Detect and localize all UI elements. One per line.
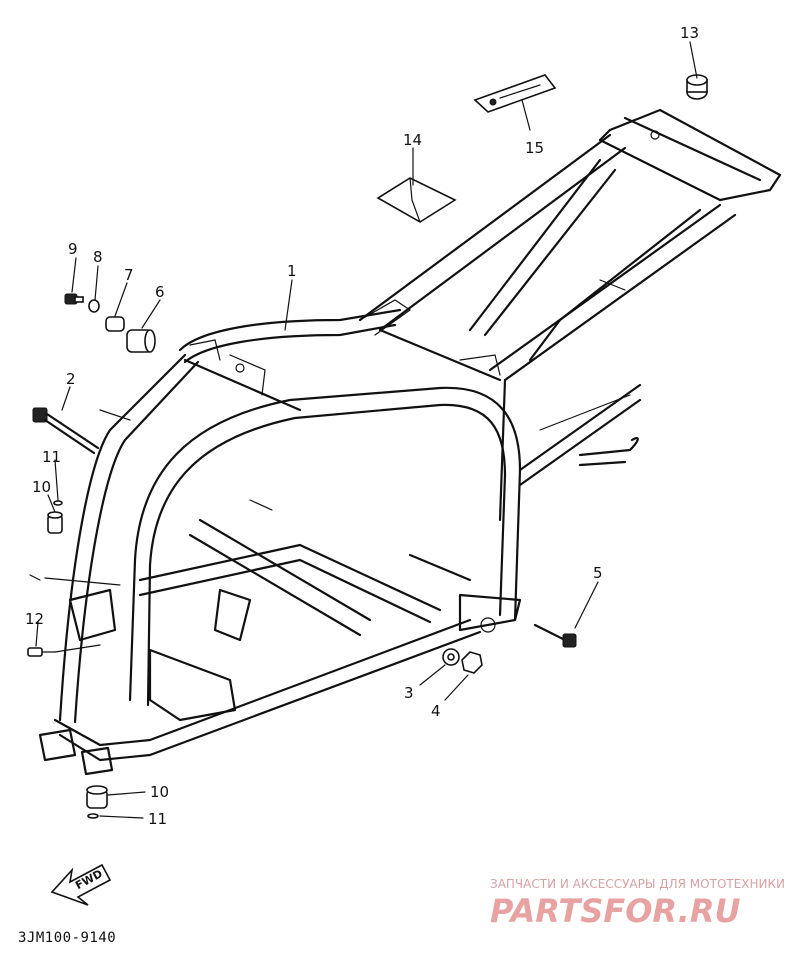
bolt-part-5 — [533, 623, 577, 648]
callout-1: 1 — [287, 262, 297, 280]
oring-part-11-lower — [87, 813, 99, 819]
pad-part-14 — [376, 177, 457, 223]
callout-14: 14 — [403, 131, 422, 149]
callout-5: 5 — [593, 564, 603, 582]
callout-12: 12 — [25, 610, 44, 628]
leader-lines — [29, 41, 698, 819]
callout-3: 3 — [404, 684, 414, 702]
nut-part-4 — [461, 651, 483, 674]
callout-4: 4 — [431, 702, 441, 720]
callout-10-lower: 10 — [150, 783, 169, 801]
collar-part-7 — [105, 316, 125, 332]
nut-part-10-upper — [47, 500, 63, 534]
callout-8: 8 — [93, 248, 103, 266]
callout-7: 7 — [124, 266, 134, 284]
watermark: ЗАПЧАСТИ И АКСЕССУАРЫ ДЛЯ МОТОТЕХНИКИ PA… — [490, 877, 785, 930]
washer-part-3 — [442, 648, 460, 666]
watermark-logo: PARTSFOR.RU — [490, 892, 740, 930]
callout-6: 6 — [155, 283, 165, 301]
bushing-part-6 — [126, 329, 156, 353]
label-part-15 — [473, 74, 557, 113]
drawing-code: 3JM100-9140 — [18, 930, 116, 946]
callout-15: 15 — [525, 139, 544, 157]
collar-part-10-lower — [86, 785, 108, 809]
washer-part-8 — [88, 299, 100, 313]
cap-part-13 — [686, 74, 708, 100]
callout-10-upper: 10 — [32, 478, 51, 496]
fwd-arrow: FWD — [50, 863, 112, 906]
main-frame-drawing — [38, 108, 782, 776]
callout-13: 13 — [680, 24, 699, 42]
callout-2: 2 — [66, 370, 76, 388]
callout-11-lower: 11 — [148, 810, 167, 828]
callout-9: 9 — [68, 240, 78, 258]
long-bolt-part-2 — [32, 407, 100, 455]
callout-11-upper: 11 — [42, 448, 61, 466]
callouts: 1 2 3 4 5 6 7 8 9 10 11 12 13 14 15 10 1… — [25, 24, 699, 828]
bolt-part-9 — [64, 293, 84, 305]
nipple-part-12 — [27, 647, 56, 657]
watermark-tagline: ЗАПЧАСТИ И АКСЕССУАРЫ ДЛЯ МОТОТЕХНИКИ — [490, 877, 785, 891]
